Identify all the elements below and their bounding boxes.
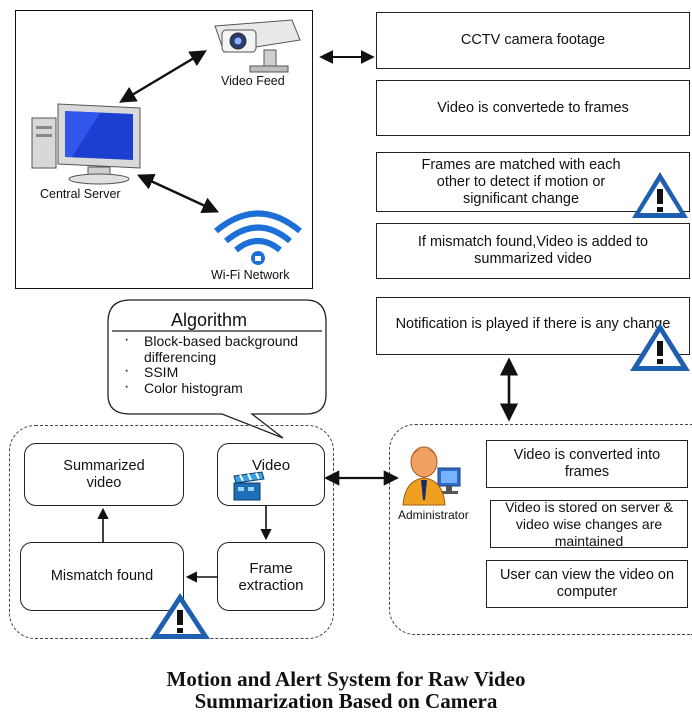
admin-video-stored: Video is stored on server & video wise c… [490,498,688,549]
mismatch-found-box: Mismatch found [20,542,184,611]
video-text: Video [251,457,291,474]
step-video-to-frames-text: Video is convertede to frames [437,99,629,116]
video-box: Video [217,443,325,506]
admin-video-stored-text: Video is stored on server & video wise c… [505,498,673,549]
diagram-title-line1: Motion and Alert System for Raw Video [166,667,526,691]
frame-extraction-box: Frame extraction [217,542,325,611]
step-mismatch-added-text: If mismatch found,Video is added to summ… [417,234,649,267]
admin-video-to-frames-text: Video is converted into frames [513,447,661,480]
diagram-title-line2: Summarization Based on Camera [194,689,498,713]
mismatch-found-text: Mismatch found [50,568,154,584]
step-frames-matched: Frames are matched with each other to de… [376,152,690,212]
step-frames-matched-text: Frames are matched with each other to de… [421,156,621,207]
wifi-network-label: Wi-Fi Network [211,268,290,282]
step-video-to-frames: Video is convertede to frames [376,80,690,136]
central-server-label: Central Server [40,187,121,201]
algorithm-item: Block-based background differencing [122,332,312,365]
algorithm-title: Algorithm [171,310,248,330]
algorithm-item: SSIM [122,363,312,381]
summarized-video-box: Summarized video [24,443,184,506]
admin-user-view-text: User can view the video on computer [499,567,675,600]
step-cctv-footage: CCTV camera footage [376,12,690,69]
summarized-video-text: Summarized video [63,457,145,491]
frame-extraction-text: Frame extraction [238,559,304,594]
video-feed-label: Video Feed [221,74,285,88]
step-notification-text: Notification is played if there is any c… [395,316,671,332]
step-cctv-footage-text: CCTV camera footage [460,32,606,48]
step-notification: Notification is played if there is any c… [376,297,690,355]
algorithm-list: Block-based background differencing SSIM… [122,332,312,397]
administrator-region [389,424,692,635]
administrator-label: Administrator [398,508,469,522]
admin-user-view: User can view the video on computer [486,560,688,608]
step-mismatch-added: If mismatch found,Video is added to summ… [376,223,690,279]
system-overview-frame [15,10,313,289]
algorithm-item: Color histogram [122,379,312,397]
admin-video-to-frames: Video is converted into frames [486,440,688,488]
